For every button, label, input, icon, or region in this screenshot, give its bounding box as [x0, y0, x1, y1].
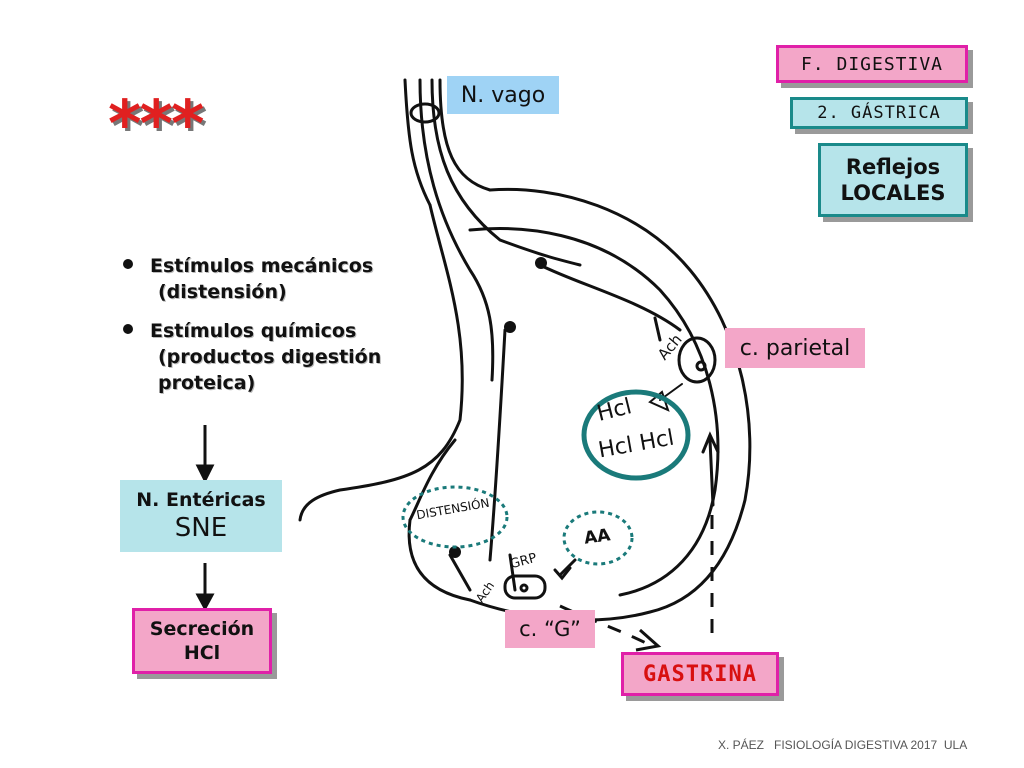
n-vago-label-box: N. vago — [447, 76, 559, 114]
c-g-label-box: c. “G” — [505, 610, 595, 648]
c-g-label: c. “G” — [519, 617, 581, 641]
gastrina-label: GASTRINA — [643, 661, 757, 687]
stars-mark: *** — [108, 88, 204, 162]
hcl-label: HCl — [183, 642, 221, 664]
reflejos-label: Reflejos — [845, 155, 941, 179]
stimulus-2-line2: (productos digestión — [158, 346, 382, 368]
secrecion-label: Secreción — [149, 618, 255, 640]
n-entericas-box: N. Entéricas SNE — [120, 480, 282, 552]
aa-text: AA — [582, 525, 612, 549]
c-parietal-label: c. parietal — [739, 335, 851, 361]
sne-label: SNE — [174, 513, 228, 543]
bullet-dot — [123, 259, 133, 269]
gastrica-box: 2. GÁSTRICA — [790, 97, 968, 129]
stimulus-2-line3: proteica) — [158, 372, 256, 394]
gastrica-label: 2. GÁSTRICA — [817, 103, 941, 123]
footer-credit: X. PÁEZ FISIOLOGÍA DIGESTIVA 2017 ULA — [718, 738, 968, 752]
n-entericas-label: N. Entéricas — [136, 489, 266, 511]
gastrina-box: GASTRINA — [621, 652, 779, 696]
n-vago-label: N. vago — [460, 82, 546, 108]
bullet-dot — [123, 324, 133, 334]
reflejos-locales-box: Reflejos LOCALES — [818, 143, 968, 217]
locales-label: LOCALES — [840, 181, 946, 205]
stimulus-2-line1: Estímulos químicos — [150, 320, 357, 342]
secrecion-hcl-box: Secreción HCl — [132, 608, 272, 674]
stimulus-1-line1: Estímulos mecánicos — [150, 255, 374, 277]
stimulus-1-line2: (distensión) — [158, 281, 287, 303]
f-digestiva-box: F. DIGESTIVA — [776, 45, 968, 83]
f-digestiva-label: F. DIGESTIVA — [800, 53, 944, 75]
c-parietal-label-box: c. parietal — [725, 328, 865, 368]
